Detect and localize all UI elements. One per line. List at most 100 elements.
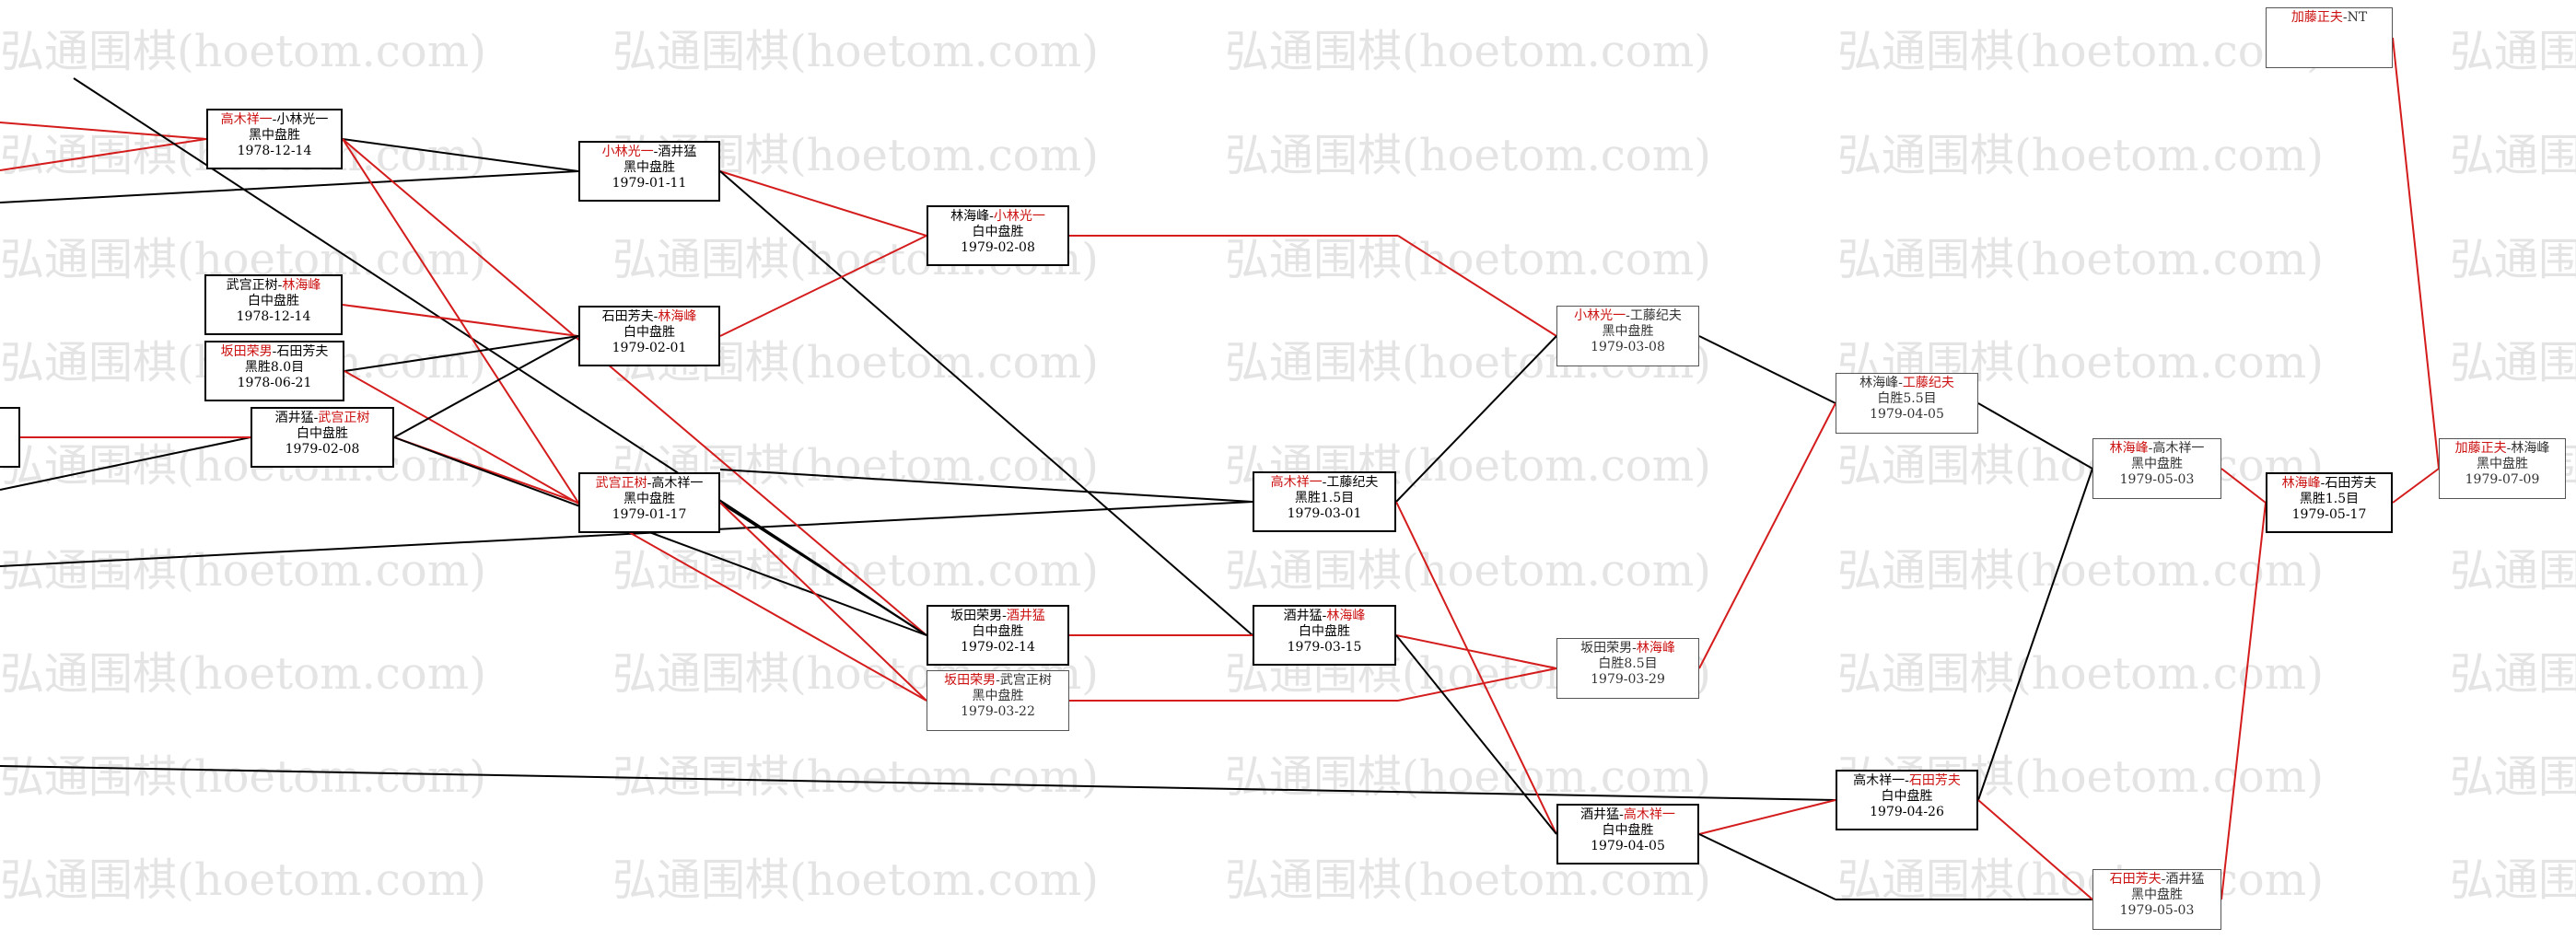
game-result: 白中盘胜 [624, 325, 675, 340]
player-1: 武宫正树 [595, 476, 647, 491]
game-result: 黑中盘胜 [1602, 324, 1654, 339]
connector-line [1395, 634, 1557, 835]
game-date: 1978-12-14 [236, 309, 311, 324]
game-box-sakai-takagi[interactable]: 酒井猛-高木祥一 白中盘胜 1979-04-05 [1556, 804, 1699, 865]
player-1: 坂田荣男 [950, 609, 1003, 623]
player-1: 石田芳夫 [2109, 872, 2162, 887]
connector-line [344, 370, 927, 702]
game-box-ishida-rin[interactable]: 石田芳夫-林海峰 白中盘胜 1979-02-01 [578, 306, 720, 366]
game-result: 白中盘胜 [248, 294, 299, 308]
player-1: 林海峰 [2109, 441, 2149, 456]
player-2: 林海峰 [1326, 609, 1366, 623]
player-2: 酒井猛 [658, 145, 697, 159]
player-1: 酒井猛 [1283, 609, 1323, 623]
game-box-rin-kobayashi[interactable]: 林海峰-小林光一 白中盘胜 1979-02-08 [927, 205, 1069, 266]
player-1: 石田芳夫 [601, 309, 654, 324]
game-result [2267, 26, 2392, 41]
connector-line [719, 469, 1253, 503]
player-1: 小林光一 [601, 145, 654, 159]
game-box-kobayashi-kudo[interactable]: 小林光一-工藤纪夫 黑中盘胜 1979-03-08 [1556, 306, 1699, 366]
game-box-kato-nt[interactable]: 加藤正夫-NT [2266, 7, 2393, 68]
player-1: 小林光一 [1574, 308, 1626, 323]
connector-line [1977, 402, 2093, 470]
offscreen-game-box [0, 407, 20, 468]
connector-line [1395, 634, 1557, 669]
connector-line [1698, 402, 1836, 669]
player-2: 石田芳夫 [1908, 773, 1961, 788]
game-box-takagi-kobayashi-1978[interactable]: 高木祥一-小林光一 黑中盘胜 1978-12-14 [206, 109, 343, 169]
game-result: 白中盘胜 [1881, 789, 1933, 804]
game-box-sakata-takemiya[interactable]: 坂田荣男-武宫正树 黑中盘胜 1979-03-22 [927, 670, 1069, 731]
player-1: 加藤正夫 [2454, 441, 2507, 456]
game-box-sakata-ishida[interactable]: 坂田荣男-石田芳夫 黑胜8.0目 1978-06-21 [204, 341, 344, 401]
connector-line [2392, 37, 2440, 470]
connector-line [719, 502, 927, 636]
player-1: 武宫正树 [226, 278, 278, 293]
player-2: 石田芳夫 [2325, 476, 2377, 491]
player-2: 高木祥一 [651, 476, 704, 491]
game-box-ishida-sakai[interactable]: 石田芳夫-酒井猛 黑中盘胜 1979-05-03 [2092, 869, 2221, 930]
game-date: 1979-05-03 [2119, 472, 2195, 487]
game-date [2267, 41, 2392, 57]
connector-line [1397, 235, 1557, 337]
game-date: 1978-06-21 [237, 376, 312, 390]
player-1: 酒井猛 [1580, 807, 1620, 822]
connector-line [1698, 335, 1836, 404]
game-box-takemiya-rin[interactable]: 武宫正树-林海峰 白中盘胜 1978-12-14 [204, 274, 343, 335]
game-box-takagi-kudo[interactable]: 高木祥一-工藤纪夫 黑胜1.5目 1979-03-01 [1253, 471, 1396, 532]
connector-line [0, 436, 251, 491]
game-box-kato-rin[interactable]: 加藤正夫-林海峰 黑中盘胜 1979-07-09 [2439, 438, 2566, 499]
connector-line [0, 170, 579, 203]
player-1: 高木祥一 [1270, 475, 1323, 490]
game-date: 1979-02-01 [612, 341, 687, 355]
player-1: 加藤正夫 [2290, 10, 2343, 25]
game-box-rin-ishida[interactable]: 林海峰-石田芳夫 黑胜1.5目 1979-05-17 [2266, 472, 2393, 533]
game-result: 黑中盘胜 [2131, 457, 2183, 471]
connector-line [1395, 501, 1557, 835]
player-2: 武宫正树 [318, 411, 370, 425]
game-date: 1979-01-11 [612, 176, 687, 191]
game-date: 1979-02-08 [285, 442, 360, 457]
player-2: 工藤纪夫 [1326, 475, 1379, 490]
game-date: 1979-04-05 [1591, 839, 1665, 853]
connector-line [342, 138, 927, 636]
connector-line [344, 335, 579, 372]
game-date: 1979-02-08 [961, 240, 1035, 255]
game-box-rin-kudo[interactable]: 林海峰-工藤纪夫 白胜5.5目 1979-04-05 [1836, 373, 1978, 434]
connector-line [393, 436, 927, 636]
player-1: 高木祥一 [1853, 773, 1906, 788]
player-2: 林海峰 [2511, 441, 2550, 456]
game-box-takagi-ishida[interactable]: 高木祥一-石田芳夫 白中盘胜 1979-04-26 [1836, 770, 1978, 830]
game-result: 黑中盘胜 [2477, 457, 2528, 471]
connector-line [0, 122, 207, 140]
player-2: 酒井猛 [1006, 609, 1045, 623]
game-date: 1979-03-01 [1287, 506, 1362, 521]
connector-line [719, 502, 927, 702]
game-result: 白中盘胜 [972, 624, 1024, 639]
player-1: 坂田荣男 [944, 673, 997, 688]
game-box-sakata-sakai[interactable]: 坂田荣男-酒井猛 白中盘胜 1979-02-14 [927, 605, 1069, 666]
player-2: 高木祥一 [2152, 441, 2205, 456]
player-2: 小林光一 [993, 209, 1045, 224]
game-result: 黑中盘胜 [2131, 888, 2183, 902]
game-date: 1979-02-14 [961, 640, 1035, 655]
game-box-takemiya-takagi[interactable]: 武宫正树-高木祥一 黑中盘胜 1979-01-17 [578, 472, 720, 533]
player-2: NT [2347, 10, 2368, 25]
game-box-sakai-takemiya[interactable]: 酒井猛-武宫正树 白中盘胜 1979-02-08 [251, 407, 394, 468]
connector-line [2220, 502, 2267, 900]
connector-line [1698, 833, 1836, 900]
connector-line [1397, 667, 1557, 702]
game-date: 1979-03-22 [961, 704, 1035, 719]
game-box-rin-takagi[interactable]: 林海峰-高木祥一 黑中盘胜 1979-05-03 [2092, 438, 2221, 499]
game-date: 1978-12-14 [237, 144, 312, 158]
game-date: 1979-04-05 [1870, 407, 1944, 422]
game-box-kobayashi-sakai[interactable]: 小林光一-酒井猛 黑中盘胜 1979-01-11 [578, 141, 720, 202]
connector-line [719, 170, 1253, 636]
player-2: 林海峰 [1636, 641, 1675, 656]
connector-line [0, 765, 1836, 801]
player-1: 坂田荣男 [1580, 641, 1633, 656]
game-result: 黑中盘胜 [624, 160, 675, 175]
game-box-sakata-rin[interactable]: 坂田荣男-林海峰 白胜8.5目 1979-03-29 [1556, 638, 1699, 699]
game-box-sakai-rin[interactable]: 酒井猛-林海峰 白中盘胜 1979-03-15 [1253, 605, 1396, 666]
